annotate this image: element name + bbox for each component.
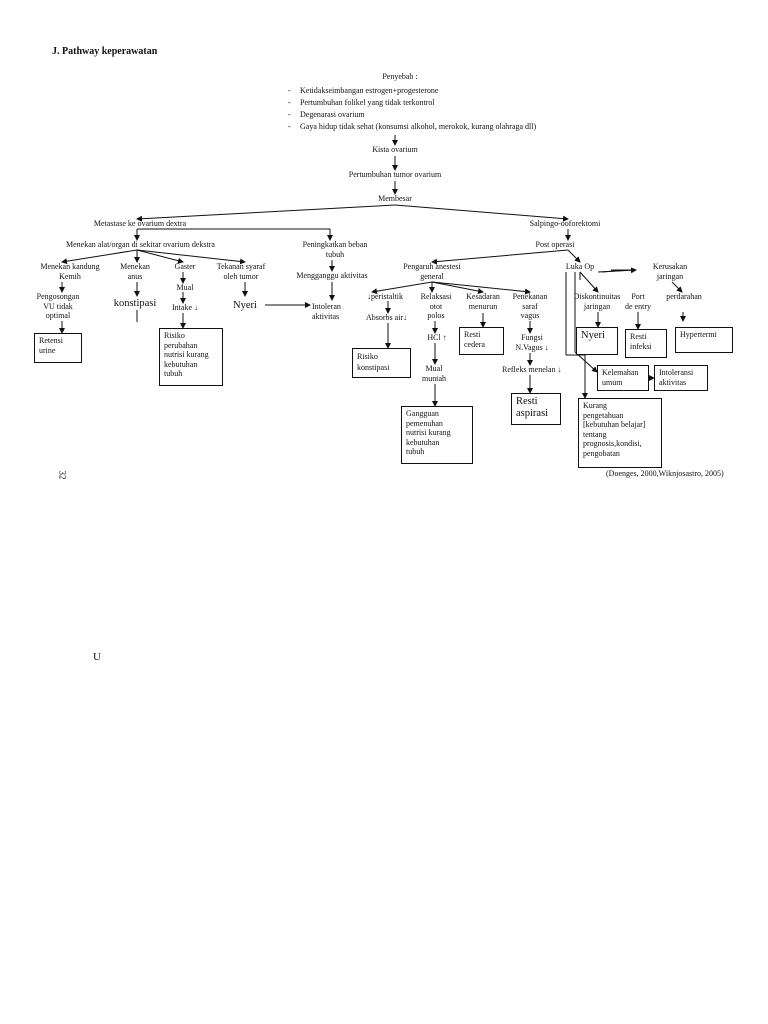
diagnosis-resti-infeksi: Resti infeksi — [625, 329, 667, 358]
connector-arrow — [431, 281, 531, 295]
node-penekanan-saraf: Penekanan saraf vagus — [512, 292, 548, 321]
node-fungsi-vagus: Fungsi N.Vagus ↓ — [515, 333, 549, 352]
node-metastase: Metastase ke ovarium dextra — [93, 219, 187, 228]
node-gaster: Gaster — [174, 262, 196, 271]
connector-arrow — [136, 249, 246, 265]
causes-title: Penyebab : — [382, 72, 418, 81]
node-menekan-kandung-kemih: Menekan kandung Kemih — [40, 262, 100, 281]
node-intoleran-aktivitas: Intoleran aktivitas — [312, 302, 341, 321]
connector-arrow — [136, 249, 184, 264]
connector-arrow — [136, 204, 396, 222]
node-mual: Mual — [176, 283, 194, 292]
diagnosis-risiko-nutrisi: Risiko perubahan nutrisi kurang kebutuha… — [159, 328, 223, 386]
node-salpingo-ooforektomi: Salpingo-ooforektomi — [529, 219, 601, 228]
cause-item: Degenarasi ovarium — [288, 109, 536, 121]
diagnosis-risiko-konstipasi: Risiko konstipasi — [352, 348, 411, 378]
connector-arrow — [567, 249, 581, 263]
connector-arrow — [431, 281, 484, 294]
node-membesar: Membesar — [378, 194, 412, 203]
node-kesadaran-menurun: Kesadaran menurun — [466, 292, 500, 311]
diagnosis-gangguan-nutrisi: Gangguan pemenuhan nutrisi kurang kebutu… — [401, 406, 473, 464]
diagnosis-resti-aspirasi: Resti aspirasi — [511, 393, 561, 425]
node-menekan-organ: Menekan alat/organ di sekitar ovarium de… — [66, 240, 215, 249]
diagnosis-nyeri-luka: Nyeri — [576, 327, 618, 355]
page-number: 32 — [57, 470, 68, 480]
diagnosis-hypertermi: Hypertermi — [675, 327, 733, 353]
node-kerusakan-jaringan: Kerusakan jaringan — [652, 262, 688, 281]
node-luka-op: Luka Op — [565, 262, 595, 271]
node-pertumbuhan-tumor: Pertumbuhan tumor ovarium — [348, 170, 442, 179]
connector-arrow — [431, 249, 569, 265]
connector-arrow — [394, 204, 569, 222]
connector-arrow — [371, 281, 433, 295]
causes-list: Ketidakseimbangan estrogen+progesterone … — [288, 85, 536, 133]
node-pengaruh-anestesi: Pengaruh anestesi general — [403, 262, 461, 281]
node-peningkatan-beban: Peningkatkan beban tubuh — [302, 240, 368, 259]
node-menekan-anus: Menekan anus — [120, 262, 150, 281]
connector-arrow — [574, 351, 598, 373]
node-mual-muntah: Mual muntah — [422, 364, 446, 383]
diagnosis-intoleransi-aktivitas: Intoleransi aktivitas — [654, 365, 708, 391]
node-post-operasi: Post operasi — [535, 240, 575, 249]
connector-arrow — [671, 281, 683, 293]
node-refleks-menelan: Refleks menelan ↓ — [502, 365, 562, 374]
node-diskontinuitas: Diskontinuitas jaringan — [573, 292, 621, 311]
diagnosis-kurang-pengetahuan: Kurang pengetahuan [kebutuhan belajar] t… — [578, 398, 662, 468]
connector-arrow — [61, 249, 138, 265]
diagnosis-resti-cedera: Resti cedera — [459, 327, 504, 355]
cause-item: Gaya hidup tidak sehat (konsumsi alkohol… — [288, 121, 536, 133]
node-relaksasi-otot: Relaksasi otot polos — [420, 292, 452, 321]
node-mengganggu-aktivitas: Mengganggu aktivitas — [296, 271, 368, 280]
node-peristaltik: ↓peristaltik — [367, 292, 403, 301]
node-perdarahan: perdarahan — [666, 292, 702, 301]
node-pengosongan-vu: Pengosongan VU tidak optimal — [36, 292, 80, 321]
node-konstipasi: konstipasi — [113, 298, 157, 309]
cause-item: Pertumbuhan folikel yang tidak terkontro… — [288, 97, 536, 109]
stray-character: U — [93, 651, 101, 663]
node-hcl: HCl ↑ — [427, 333, 447, 342]
node-kista-ovarium: Kista ovarium — [372, 145, 418, 154]
node-port-de-entry: Port de entry — [625, 292, 651, 311]
section-heading: J. Pathway keperawatan — [52, 46, 158, 57]
diagnosis-kelemahan-umum: Kelemahan umum — [597, 365, 649, 391]
citation: (Doenges, 2000,Wiknjosastro, 2005) — [606, 469, 724, 478]
cause-item: Ketidakseimbangan estrogen+progesterone — [288, 85, 536, 97]
node-intake: Intake ↓ — [172, 303, 198, 312]
node-absorbs-air: Absorbs air↓ — [366, 313, 408, 322]
connector-arrow — [579, 271, 599, 293]
node-nyeri-tumor: Nyeri — [233, 300, 257, 311]
diagnosis-retensi-urine: Retensi urine — [34, 333, 82, 363]
node-tekanan-syaraf: Tekanan syaraf oleh tumor — [216, 262, 266, 281]
